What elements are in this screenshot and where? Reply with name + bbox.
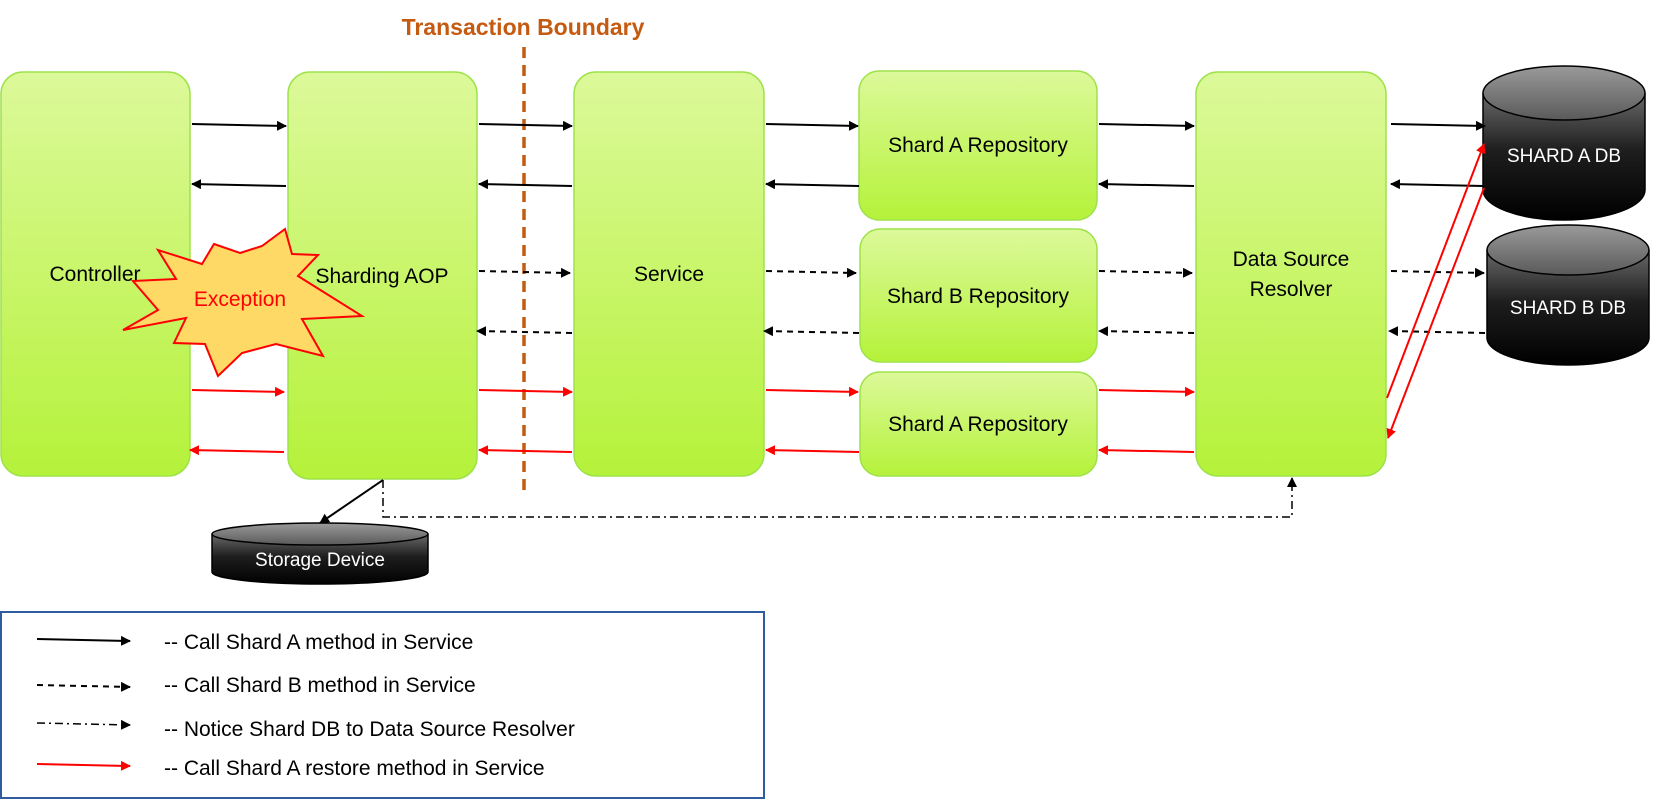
sharding-aop-box: Sharding AOP	[287, 71, 478, 480]
arrow-resolver-return-to-shard-b-repo-dashed	[1098, 326, 1195, 337]
legend: -- Call Shard A method in Service -- Cal…	[0, 611, 765, 799]
exception-starburst-shape	[122, 227, 366, 378]
arrow-resolver-return-to-shard-a-repo-red	[1098, 445, 1195, 456]
arrow-service-to-shard-a-repo-red	[765, 386, 859, 397]
arrow-resolver-to-shard-b-db-dashed	[1390, 267, 1485, 278]
arrow-aop-return-to-controller-red	[189, 445, 285, 456]
shard-b-db-cylinder: SHARD B DB	[1486, 224, 1650, 366]
notice-shard-db-line	[382, 477, 1297, 518]
shard-a-db-cylinder: SHARD A DB	[1482, 65, 1646, 221]
legend-dashed-black-arrow	[36, 681, 131, 692]
controller-box: Controller	[0, 71, 191, 477]
shard-a-call-arrows	[191, 120, 1486, 190]
shard-a-repository-top-label: Shard A Repository	[888, 134, 1068, 157]
shard-b-repository-label: Shard B Repository	[887, 285, 1070, 308]
arrow-service-to-shard-b-repo-dashed	[765, 267, 857, 278]
exception-burst: Exception	[122, 227, 366, 378]
shard-a-repository-top-box: Shard A Repository	[858, 70, 1098, 221]
arrow-shard-b-db-return-to-resolver-dashed	[1388, 326, 1486, 337]
arrow-shard-a-repo-return-to-service	[765, 179, 860, 190]
shard-a-repository-bottom-box: Shard A Repository	[859, 371, 1098, 477]
data-source-resolver-label-line1: Data Source	[1233, 248, 1350, 271]
legend-dashdot-black-arrow	[36, 719, 131, 730]
arrow-service-return-to-aop-red	[478, 445, 573, 456]
legend-item-restore: -- Call Shard A restore method in Servic…	[36, 757, 545, 780]
service-label: Service	[634, 263, 704, 286]
arrow-aop-to-service-red	[478, 386, 573, 397]
arrow-resolver-to-shard-a-db-red	[1386, 143, 1486, 399]
storage-device-label: Storage Device	[255, 550, 385, 571]
arrow-aop-to-service-dashed	[478, 267, 571, 278]
arrow-service-return-to-aop-dashed	[476, 326, 573, 337]
legend-text-notice: -- Notice Shard DB to Data Source Resolv…	[164, 718, 575, 741]
arrow-resolver-return-to-shard-a-repo	[1098, 179, 1195, 190]
data-source-resolver-label-line2: Resolver	[1250, 278, 1333, 301]
legend-text-restore: -- Call Shard A restore method in Servic…	[164, 757, 545, 780]
arrow-shard-a-db-to-resolver-red	[1386, 187, 1485, 439]
arrow-shard-a-repo-to-resolver	[1098, 120, 1195, 131]
arrow-controller-to-aop	[191, 120, 287, 131]
legend-text-shard-b: -- Call Shard B method in Service	[164, 674, 476, 697]
legend-item-shard-a: -- Call Shard A method in Service	[36, 631, 473, 654]
arrow-aop-return-to-controller	[191, 179, 287, 190]
shard-a-repository-bottom-label: Shard A Repository	[888, 413, 1068, 436]
storage-device-cylinder: Storage Device	[211, 522, 429, 585]
legend-solid-black-arrow	[36, 635, 131, 646]
arrow-resolver-to-shard-a-db	[1390, 120, 1486, 131]
legend-item-notice: -- Notice Shard DB to Data Source Resolv…	[36, 718, 575, 741]
shard-b-repository-box: Shard B Repository	[859, 228, 1098, 363]
transaction-boundary-title: Transaction Boundary	[402, 14, 645, 40]
arrow-service-return-to-aop	[478, 179, 573, 190]
arrow-aop-to-service	[478, 120, 573, 131]
restore-call-arrows	[189, 143, 1486, 456]
shard-a-db-label: SHARD A DB	[1507, 146, 1621, 167]
sharding-aop-label: Sharding AOP	[315, 265, 448, 288]
exception-label: Exception	[194, 288, 286, 311]
data-source-resolver-box: Data Source Resolver	[1195, 71, 1387, 477]
arrow-shard-a-repo-return-to-service-red	[765, 445, 860, 456]
arrow-controller-to-aop-red	[191, 386, 285, 397]
arrow-shard-b-repo-return-to-service-dashed	[763, 326, 860, 337]
arrow-shard-b-repo-to-resolver-dashed	[1098, 267, 1193, 278]
arrow-service-to-shard-a-repo	[765, 120, 859, 131]
controller-label: Controller	[49, 263, 140, 286]
legend-text-shard-a: -- Call Shard A method in Service	[164, 631, 473, 654]
legend-solid-red-arrow	[36, 760, 131, 771]
legend-item-shard-b: -- Call Shard B method in Service	[36, 674, 476, 697]
arrow-shard-a-repo-to-resolver-red	[1098, 386, 1195, 397]
shard-b-call-arrows	[476, 267, 1486, 337]
arrow-aop-to-storage-device	[319, 479, 384, 524]
service-box: Service	[573, 71, 765, 477]
shard-b-db-label: SHARD B DB	[1510, 298, 1626, 319]
